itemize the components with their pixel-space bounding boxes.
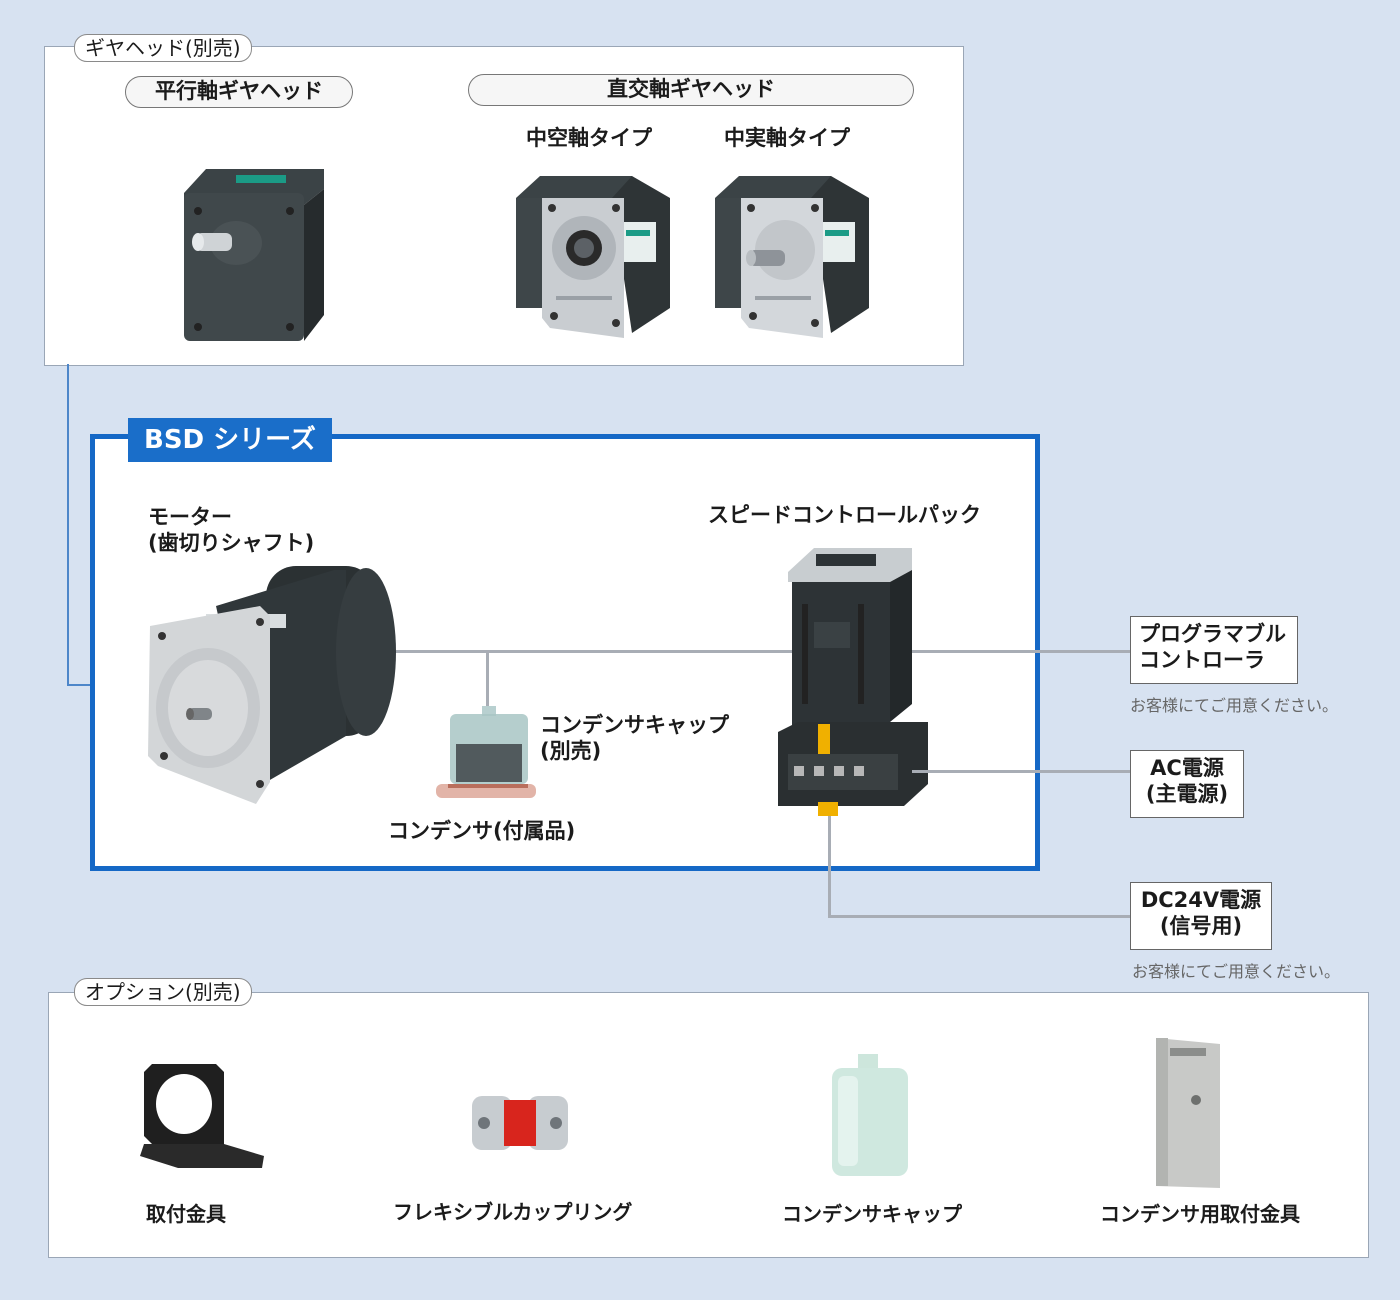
hollow-shaft-gearhead-image — [516, 176, 670, 338]
gearhead-section-tag: ギヤヘッド(別売) — [74, 34, 252, 62]
condenser-label: コンデンサ(付属品) — [388, 819, 576, 843]
plc-note: お客様にてご用意ください。 — [1130, 696, 1339, 715]
options-section-tag: オプション(別売) — [74, 978, 252, 1006]
plc-label-line2: コントローラ — [1139, 648, 1265, 672]
motor-label-line1: モーター — [148, 505, 232, 529]
option-label-flexible-coupling: フレキシブルカップリング — [393, 1200, 633, 1224]
dc24v-power-box: DC24V電源 (信号用) — [1130, 882, 1272, 950]
motor-label-line2: (歯切りシャフト) — [148, 531, 315, 555]
condenser-mounting-bracket-image — [1156, 1038, 1220, 1188]
speed-control-pack-label: スピードコントロールパック — [708, 503, 981, 527]
right-angle-gearhead-label: 直交軸ギヤヘッド — [468, 74, 914, 106]
pack-to-dc-horizontal-wire — [828, 915, 1130, 918]
gearhead-connector-vertical — [67, 364, 69, 684]
parallel-gearhead-image — [184, 169, 324, 341]
speed-control-pack-image — [778, 548, 928, 816]
solid-shaft-gearhead-image — [715, 176, 869, 338]
dc-label-line2: (信号用) — [1159, 914, 1243, 938]
ac-power-box: AC電源 (主電源) — [1130, 750, 1244, 818]
condenser-with-cap-image — [436, 706, 536, 798]
options-panel — [48, 992, 1369, 1258]
pack-to-dc-vertical-wire — [828, 816, 831, 918]
bsd-series-tab: BSD シリーズ — [128, 418, 332, 462]
motor-image — [148, 566, 396, 804]
solid-shaft-label: 中実軸タイプ — [724, 126, 850, 150]
parallel-gearhead-label: 平行軸ギヤヘッド — [125, 76, 353, 108]
dc-label-line1: DC24V電源 — [1140, 888, 1262, 912]
dc-note: お客様にてご用意ください。 — [1132, 962, 1341, 981]
pack-to-plc-wire — [912, 650, 1130, 653]
condenser-cap-image — [832, 1054, 908, 1176]
option-label-condenser-cap: コンデンサキャップ — [782, 1202, 962, 1226]
mounting-bracket-image — [140, 1064, 264, 1168]
ac-label-line2: (主電源) — [1145, 782, 1229, 806]
programmable-controller-box: プログラマブル コントローラ — [1130, 616, 1298, 684]
flexible-coupling-image — [472, 1096, 568, 1150]
condenser-branch-wire — [486, 650, 489, 712]
condenser-cap-label-line2: (別売) — [540, 739, 602, 763]
option-label-condenser-mounting-bracket: コンデンサ用取付金具 — [1100, 1202, 1300, 1226]
hollow-shaft-label: 中空軸タイプ — [526, 126, 652, 150]
plc-label-line1: プログラマブル — [1139, 622, 1286, 646]
ac-label-line1: AC電源 — [1150, 756, 1224, 780]
condenser-cap-label-line1: コンデンサキャップ — [540, 713, 729, 737]
motor-to-pack-wire — [396, 650, 796, 653]
option-label-mounting-bracket: 取付金具 — [146, 1202, 226, 1226]
pack-to-ac-wire — [912, 770, 1130, 773]
